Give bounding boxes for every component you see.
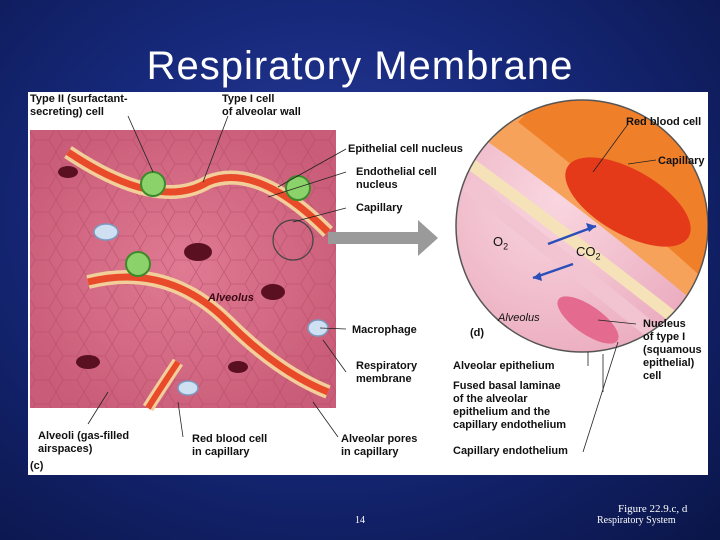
label-type2-cell: Type II (surfactant- secreting) cell (30, 93, 128, 119)
label-respiratory-membrane: Respiratory membrane (356, 360, 417, 386)
label-macrophage: Macrophage (352, 324, 417, 337)
label-capillary-left: Capillary (356, 202, 402, 215)
zoom-arrow (328, 220, 438, 256)
label-red-blood-cell: Red blood cell (626, 116, 701, 129)
label-alveolus-right: Alveolus (498, 312, 540, 325)
label-alveoli-airspaces: Alveoli (gas-filled airspaces) (38, 430, 129, 456)
label-nucleus-type1: Nucleus of type I (squamous epithelial) … (643, 318, 702, 383)
label-endothelial-nucleus: Endothelial cell nucleus (356, 166, 437, 192)
label-alveolar-epithelium: Alveolar epithelium (453, 360, 554, 373)
page-number: 14 (355, 515, 365, 526)
label-fused-basal-laminae: Fused basal laminae of the alveolar epit… (453, 380, 566, 432)
alveoli-illustration (30, 130, 336, 408)
label-co2: CO2 (576, 245, 601, 264)
label-capillary-right: Capillary (658, 155, 704, 168)
label-panel-c: (c) (30, 460, 43, 473)
label-capillary-endothelium: Capillary endothelium (453, 445, 568, 458)
figure-panel: Type II (surfactant- secreting) cell Typ… (28, 92, 708, 475)
label-alveolar-pores: Alveolar pores in capillary (341, 433, 417, 459)
figure-caption: Figure 22.9.c, d (618, 503, 687, 515)
label-o2: O2 (493, 235, 508, 254)
label-epithelial-nucleus: Epithelial cell nucleus (348, 143, 463, 156)
label-type1-cell: Type I cell of alveolar wall (222, 93, 301, 119)
label-rbc-in-capillary: Red blood cell in capillary (192, 433, 267, 459)
label-panel-d: (d) (470, 327, 484, 340)
slide-title: Respiratory Membrane (0, 44, 720, 89)
course-label: Respiratory System (597, 515, 676, 526)
label-alveolus-left: Alveolus (208, 292, 254, 305)
